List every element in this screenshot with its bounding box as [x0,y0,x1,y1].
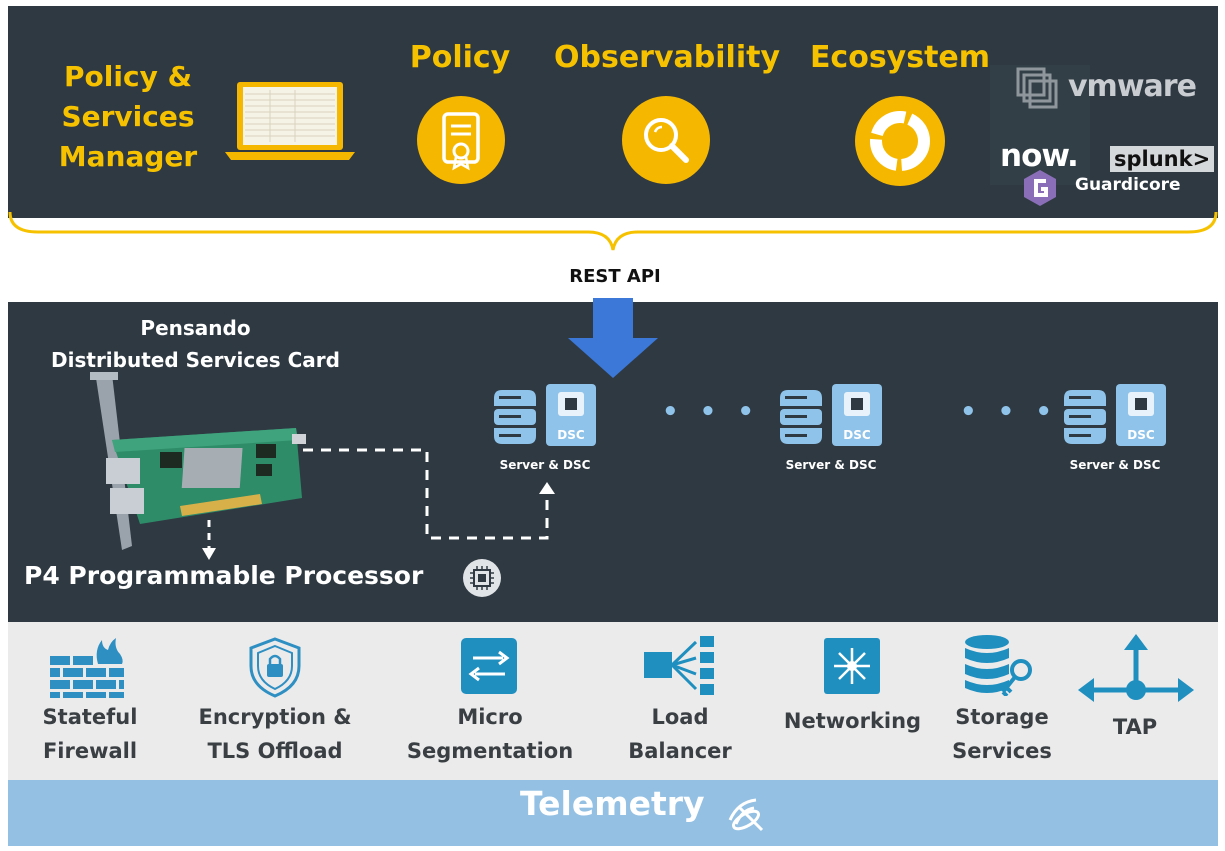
processor-chip-icon [463,559,501,597]
network-icon [824,638,880,694]
server-dsc-label: Server & DSC [499,458,591,472]
load-balancer-label: Load Balancer [610,700,750,768]
service-label-line: Load [651,705,709,729]
manager-title-line: Policy & [64,60,192,93]
tap-label: TAP [1090,710,1180,744]
server-dsc-node: DSC [488,384,608,454]
policy-services-manager-title: Policy & Services Manager [48,57,208,177]
telemetry-label: Telemetry [520,784,705,823]
storage-services-label: Storage Services [932,700,1072,768]
dsc-card-title: Pensando Distributed Services Card [28,312,363,376]
service-label-line: Networking [783,709,922,733]
server-dsc-label: Server & DSC [1069,458,1161,472]
guardicore-logo-icon [1024,170,1056,206]
svg-text:DSC: DSC [1127,428,1155,442]
storage-icon [965,635,1032,696]
grouping-brace [8,212,1218,251]
encryption-tls-label: Encryption & TLS Offload [175,700,375,768]
server-dsc-node: DSC [1058,384,1178,454]
service-label-line: TAP [1112,715,1158,739]
policy-circle [417,96,505,184]
server-dsc-node: DSC [774,384,894,454]
micro-segmentation-label: Micro Segmentation [395,700,585,768]
laptop-icon [225,82,355,160]
vmware-logo-icon [1016,67,1058,109]
guardicore-logo: Guardicore [1075,175,1181,195]
ecosystem-circle [855,96,945,186]
card-title-line: Distributed Services Card [51,348,340,372]
card-title-line: Pensando [140,316,251,340]
dsc-connector-lines [202,448,555,560]
service-label-line: Storage [955,705,1049,729]
service-label-line: Services [952,739,1052,763]
services-band [8,622,1218,780]
p4-processor-label: P4 Programmable Processor [24,561,424,590]
splunk-logo: splunk> [1110,146,1215,172]
vmware-logo: vmware [1068,69,1197,104]
svg-text:DSC: DSC [557,428,585,442]
observability-title: Observability [554,40,780,75]
tap-icon [1078,634,1194,702]
partner-logos: vmware now. splunk> Guardicore [990,55,1215,215]
observability-circle [622,96,710,184]
dsc-card-image [90,372,306,550]
manager-title-line: Manager [58,140,198,173]
service-label-line: Balancer [628,739,732,763]
server-dsc-icon: DSC [1064,384,1166,446]
ellipsis: • • • [662,397,760,427]
server-dsc-label: Server & DSC [785,458,877,472]
segmentation-icon [461,638,517,694]
svg-text:DSC: DSC [843,428,871,442]
servicenow-logo: now. [1000,138,1079,174]
load-balancer-icon [644,636,714,695]
vmware-logo-backdrop [990,65,1090,185]
server-dsc-icon: DSC [780,384,882,446]
service-label-line: Stateful [42,705,138,729]
manager-title-line: Services [61,100,195,133]
telemetry-band [8,780,1218,846]
rest-api-arrow [568,298,658,378]
policy-title: Policy [409,40,511,75]
service-label-line: Firewall [42,739,138,763]
service-label-line: TLS Offload [207,739,343,763]
service-label-line: Segmentation [406,739,574,763]
magnifier-icon [644,118,689,163]
stateful-firewall-label: Stateful Firewall [30,700,150,768]
service-label-line: Micro [457,705,523,729]
rest-api-label: REST API [569,266,661,287]
server-dsc-icon: DSC [494,384,596,446]
ecosystem-ring-icon [870,111,930,171]
networking-label: Networking [775,704,930,738]
firewall-icon [50,638,124,698]
telemetry-signal-icon [728,798,764,832]
ecosystem-title: Ecosystem [809,40,991,75]
certificate-icon [442,112,480,171]
ellipsis: • • • [960,397,1058,427]
shield-lock-icon [249,637,301,698]
service-label-line: Encryption & [198,705,352,729]
